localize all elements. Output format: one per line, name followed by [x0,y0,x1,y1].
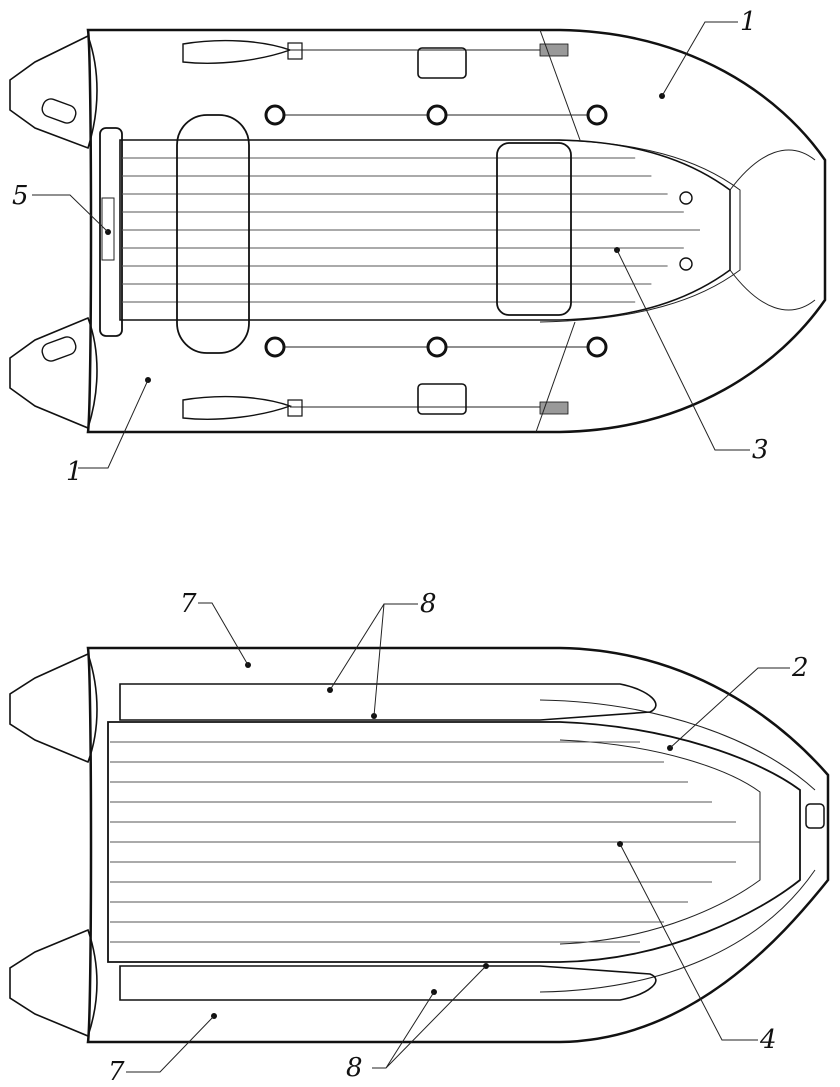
handle-upper [41,98,77,124]
label-fitting-top: 8 [420,589,437,619]
label-tube-bottom-top: 7 [180,589,197,619]
ring-icon [426,104,448,126]
valve-icon [679,257,693,271]
strake-lower [119,965,657,1001]
transom-plate [101,197,115,261]
boat-bottom-view [9,646,830,1044]
bottom-view-callouts: 7 8 2 4 7 8 [108,589,809,1087]
tube-cone-lower-b [9,928,98,1038]
ring-icon [264,336,286,358]
front-seat [496,142,572,316]
ring-row [264,104,608,358]
boat-top-view [9,28,827,434]
ring-icon [426,336,448,358]
oarlock-upper [417,47,467,79]
tube-cone-upper-b [9,652,98,764]
top-view-callouts: 1 1 3 5 [12,7,769,487]
rear-seat [176,114,250,354]
hull-bottom [107,721,801,963]
bow-drain [805,803,825,829]
ring-icon [586,336,608,358]
keel-guard [539,699,816,993]
label-tube-bottom-bottom: 7 [108,1057,125,1087]
bow-inner-line [729,149,816,311]
label-side-tube-top: 1 [740,7,757,37]
ring-icon [586,104,608,126]
floor-top [119,139,731,321]
label-keel-guard: 2 [791,653,809,683]
strake-upper [119,683,657,721]
valve-icon [679,191,693,205]
label-floor: 3 [752,435,769,465]
hull-planks [110,741,760,943]
oarlock-lower [417,383,467,415]
oar-upper [182,39,569,64]
label-side-tube-bottom: 1 [66,457,83,487]
label-hull-bottom: 4 [759,1025,777,1055]
tube-cone-upper [9,34,98,150]
tube-inner-line-top [539,139,741,323]
handle-lower [41,336,77,362]
ring-icon [264,104,286,126]
label-transom: 5 [12,181,29,211]
oar-lower [182,395,569,420]
floor-planks [122,157,700,303]
hull-outline-bottom [86,646,830,1044]
tube-cone-lower [9,316,98,430]
transom [99,127,123,337]
label-fitting-bottom: 8 [346,1053,363,1083]
hull-outline-top [86,28,827,434]
hull-bottom-inner [559,739,761,945]
